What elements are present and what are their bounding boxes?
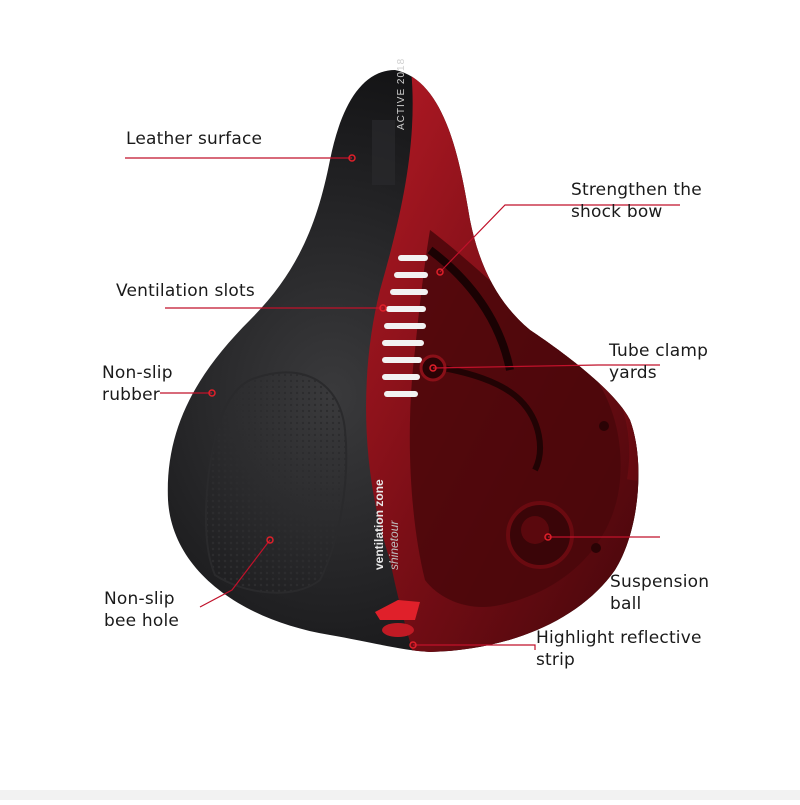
- bottom-divider: [0, 790, 800, 800]
- side-print: ventilation zone shinetour: [372, 479, 401, 570]
- label-tube-clamp-line1: Tube clamp: [609, 341, 709, 361]
- marker-leather-surface: [348, 154, 356, 162]
- marker-strengthen: [436, 268, 444, 276]
- side-print-line1: ventilation zone: [372, 479, 386, 570]
- label-suspension-line1: Suspension: [610, 572, 710, 592]
- side-print-line2: shinetour: [387, 520, 401, 570]
- label-highlight-reflective-strip: Highlight reflective strip: [536, 627, 702, 671]
- marker-bee-hole: [266, 536, 274, 544]
- label-leather-surface: Leather surface: [126, 128, 262, 150]
- label-nonslip-rubber-line2: rubber: [102, 385, 160, 405]
- label-nonslip-bee-line1: Non-slip: [104, 589, 175, 609]
- leader-strengthen: [439, 204, 680, 273]
- label-nonslip-bee-hole: Non-slip bee hole: [104, 588, 179, 632]
- leader-tube-clamp: [432, 364, 660, 369]
- brand-mark: ACTIVE 2018: [396, 58, 407, 130]
- label-tube-clamp-line2: yards: [609, 363, 657, 383]
- ventilation-slots: [382, 255, 428, 397]
- label-strengthen-line1: Strengthen the: [571, 180, 702, 200]
- label-strengthen-line2: shock bow: [571, 202, 663, 222]
- label-suspension-line2: ball: [610, 594, 642, 614]
- label-leather-surface-text: Leather surface: [126, 129, 263, 149]
- marker-tube-clamp: [429, 364, 437, 372]
- leader-highlight: [413, 644, 536, 650]
- marker-ventilation: [379, 304, 387, 312]
- label-tube-clamp-yards: Tube clamp yards: [609, 340, 708, 384]
- label-suspension-ball: Suspension ball: [610, 571, 709, 615]
- label-highlight-line2: strip: [536, 650, 576, 670]
- marker-highlight: [409, 641, 417, 649]
- marker-suspension: [544, 533, 552, 541]
- target-markers: [208, 154, 552, 649]
- label-ventilation-slots: Ventilation slots: [116, 280, 255, 302]
- leader-bee-hole: [199, 539, 271, 608]
- label-nonslip-rubber-line1: Non-slip: [102, 363, 173, 383]
- label-strengthen-shock-bow: Strengthen the shock bow: [571, 179, 702, 223]
- marker-nonslip-rubber: [208, 389, 216, 397]
- seat-body: [167, 70, 639, 652]
- label-highlight-line1: Highlight reflective: [536, 628, 702, 648]
- leader-lines: [125, 157, 680, 650]
- label-nonslip-rubber: Non-slip rubber: [102, 362, 173, 406]
- label-ventilation-text: Ventilation slots: [116, 281, 255, 301]
- label-nonslip-bee-line2: bee hole: [104, 611, 180, 631]
